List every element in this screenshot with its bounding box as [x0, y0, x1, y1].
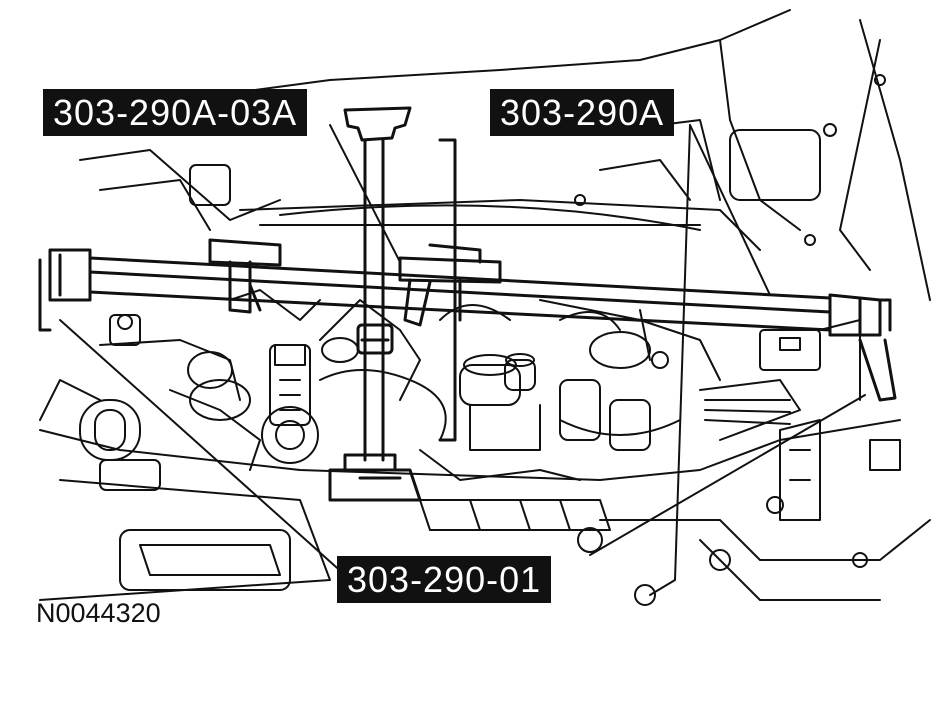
base-plate-303-290-01	[328, 453, 422, 502]
engine-components	[99, 289, 861, 481]
callout-303-290A-03A: 303-290A-03A	[43, 89, 308, 136]
hood-outline	[59, 9, 931, 301]
callout-303-290A: 303-290A	[490, 89, 675, 136]
leader-lines	[59, 124, 866, 596]
support-bar-303-290A	[38, 238, 897, 402]
lower-frame	[39, 379, 931, 606]
figure-code: N0044320	[36, 598, 161, 628]
callout-303-290-01: 303-290-01	[337, 556, 552, 603]
lift-rod-303-290A-03A	[343, 106, 457, 462]
